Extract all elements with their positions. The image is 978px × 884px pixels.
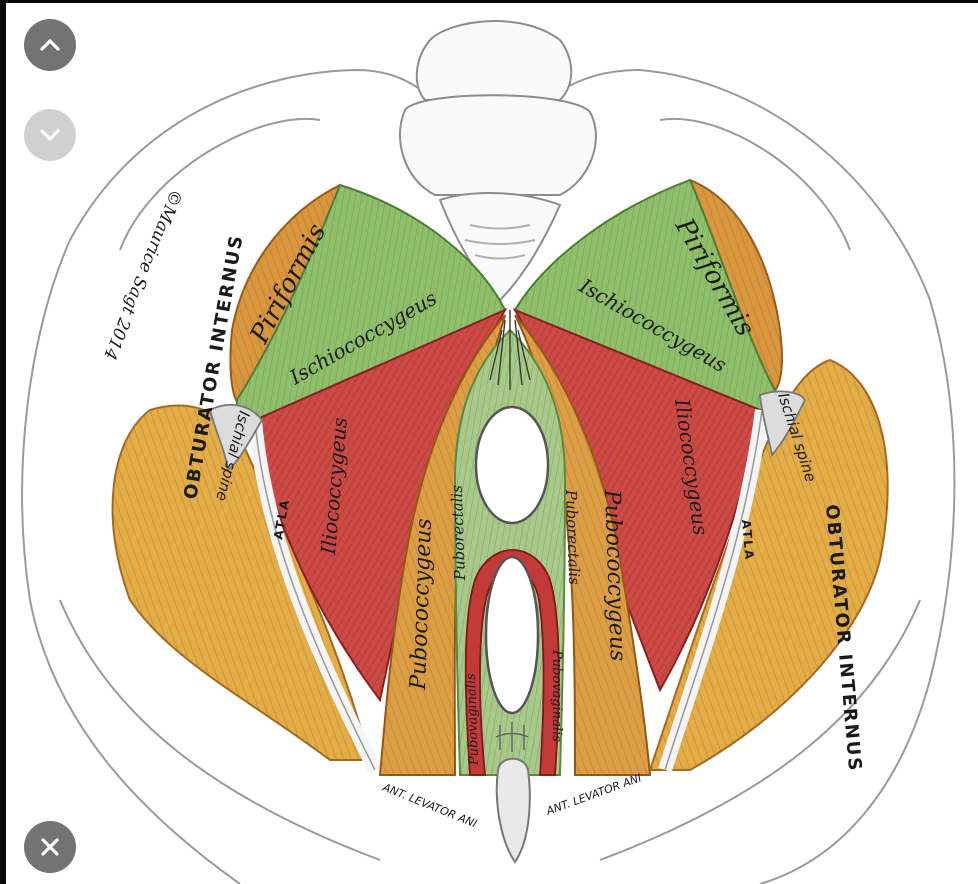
ischial-spine-right (759, 390, 807, 457)
viewer-frame-left (0, 0, 6, 884)
ant-levator-ani-left-label: ANT. LEVATOR ANI (380, 780, 479, 830)
urethra-marks (495, 722, 529, 752)
ischial-spine-left (208, 403, 264, 472)
close-icon (41, 838, 59, 856)
pelvis-outline (21, 68, 956, 884)
ant-levator-ani-right-label: ANT. LEVATOR ANI (544, 771, 644, 818)
pubovaginalis-loop (464, 549, 560, 776)
pubovaginalis-left-label: Pubovaginalis (464, 673, 482, 767)
signature-text: ©Maurice Sagt 2014 (99, 186, 186, 362)
anal-opening (474, 405, 550, 525)
next-image-button[interactable] (24, 109, 76, 161)
atla-right-label: ATLA (739, 519, 757, 562)
vaginal-opening (484, 555, 540, 715)
viewer-frame-top (0, 0, 978, 3)
close-viewer-button[interactable] (24, 821, 76, 873)
pubovaginalis-right-label: Pubovaginalis (549, 649, 564, 742)
chevron-down-icon (40, 129, 60, 141)
previous-image-button[interactable] (24, 19, 76, 71)
pubococcygeus-left-label: Pubococcygeus (406, 518, 437, 691)
pubococcygeus-right-label: Pubococcygeus (599, 488, 630, 661)
puborectalis-left-label: Puborectalis (448, 485, 469, 582)
anococcygeal-raphe (489, 310, 531, 390)
chevron-up-icon (40, 39, 60, 51)
pubic-symphysis (495, 757, 531, 864)
puborectalis-right-label: Puborectalis (562, 489, 583, 586)
